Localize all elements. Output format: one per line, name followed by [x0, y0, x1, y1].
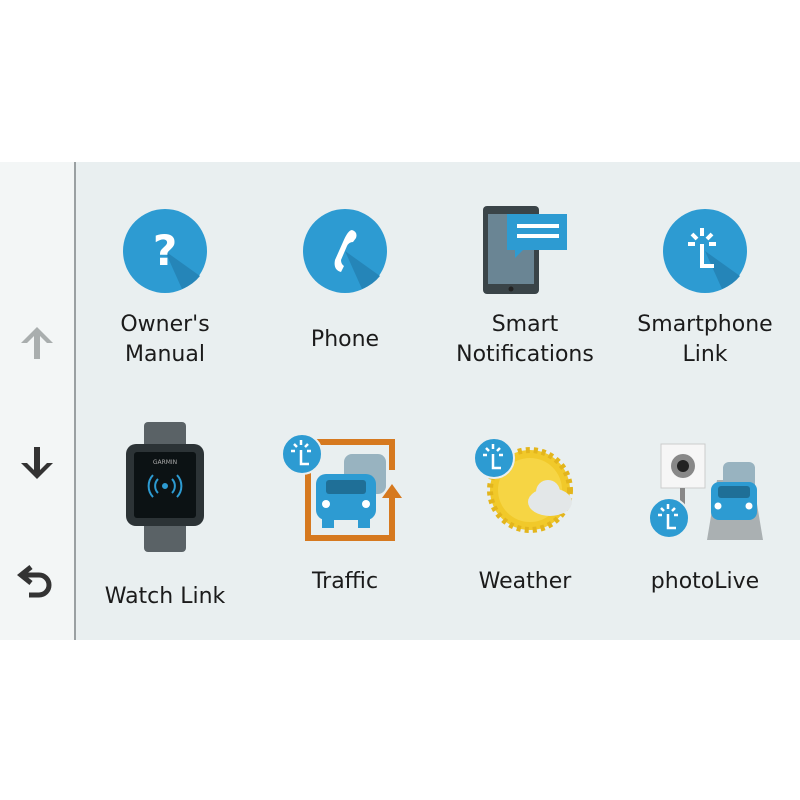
tile-label: Weather — [478, 569, 572, 594]
menu-panel: ? Owner's Manual Phone Smart Notificatio… — [0, 162, 800, 640]
arrow-down-icon — [21, 447, 53, 479]
tile-label: Smart — [491, 312, 559, 337]
tile-owners-manual[interactable]: ? Owner's Manual — [80, 192, 250, 412]
tile-label: Notifications — [456, 342, 594, 367]
back-button[interactable] — [14, 558, 60, 604]
tile-label: Phone — [310, 327, 380, 352]
scroll-down-button[interactable] — [14, 440, 60, 486]
sidebar — [0, 162, 76, 640]
tile-watch-link[interactable]: GARMIN Watch Link — [80, 420, 250, 640]
tile-label: Manual — [125, 342, 205, 367]
tile-photolive[interactable]: photoLive — [620, 420, 790, 640]
tile-label: Link — [682, 342, 728, 367]
tile-label: Smartphone — [637, 312, 773, 337]
tile-traffic[interactable]: Traffic — [260, 420, 430, 640]
tile-label: Traffic — [311, 569, 379, 594]
phone-icon — [303, 209, 387, 293]
back-icon — [17, 565, 52, 598]
tile-phone[interactable]: Phone — [260, 192, 430, 412]
tile-weather[interactable]: Weather — [440, 420, 610, 640]
tile-smartphone-link[interactable]: Smartphone Link — [620, 192, 790, 412]
svg-text:GARMIN: GARMIN — [153, 459, 177, 466]
photolive-icon — [648, 443, 763, 540]
weather-icon — [473, 437, 573, 533]
tile-label: Watch Link — [104, 584, 226, 609]
tile-label: Owner's — [120, 312, 210, 337]
tile-label: photoLive — [650, 569, 760, 594]
arrow-up-icon — [21, 327, 53, 359]
svg-text:?: ? — [153, 226, 177, 275]
help-icon: ? — [123, 209, 207, 293]
watch-icon: GARMIN — [126, 422, 204, 552]
smartphone-link-icon — [663, 209, 747, 293]
scroll-up-button[interactable] — [14, 320, 60, 366]
traffic-icon — [281, 433, 402, 541]
tile-smart-notifications[interactable]: Smart Notifications — [440, 192, 610, 412]
notifications-icon — [483, 206, 567, 294]
